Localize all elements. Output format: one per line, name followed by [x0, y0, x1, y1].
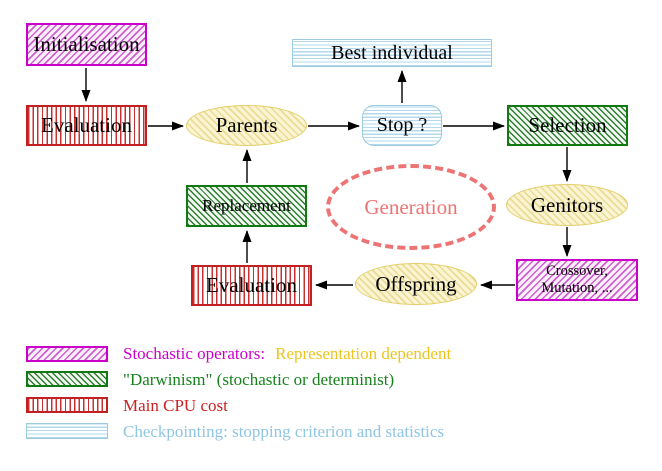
legend-label-stochastic-operators: Stochastic operators: [123, 344, 266, 363]
legend-label-darwinism: "Darwinism" (stochastic or determinist) [123, 370, 395, 389]
legend-row-darwinism: "Darwinism" (stochastic or determinist) [123, 370, 394, 390]
node-evaluation-bottom-label: Evaluation [206, 273, 297, 297]
legend-label-representation-dependent: Representation dependent [275, 344, 452, 363]
node-evaluation-top-label: Evaluation [41, 113, 132, 137]
node-offspring-label: Offspring [375, 271, 457, 296]
legend-swatch-darwinism [26, 371, 108, 387]
node-evaluation-top: Evaluation [26, 105, 147, 146]
legend-row-checkpointing: Checkpointing: stopping criterion and st… [123, 422, 444, 442]
legend-label-main-cpu-cost: Main CPU cost [123, 396, 228, 415]
node-replacement-label: Replacement [202, 196, 291, 215]
node-selection: Selection [507, 105, 628, 146]
node-evaluation-bottom: Evaluation [191, 265, 312, 306]
legend-row-main-cpu-cost: Main CPU cost [123, 396, 228, 416]
node-parents: Parents [186, 105, 307, 146]
node-crossover-line1: Crossover, [546, 263, 608, 279]
node-generation-label: Generation [364, 194, 458, 219]
node-generation-loop: Generation [326, 164, 496, 250]
node-initialisation: Initialisation [26, 23, 147, 66]
node-replacement: Replacement [186, 185, 307, 227]
legend-swatch-checkpointing [26, 423, 108, 439]
legend-swatch-stochastic-operators [26, 346, 108, 362]
node-crossover-line2: Mutation, ... [541, 280, 613, 296]
node-stop: Stop ? [362, 105, 442, 146]
node-initialisation-label: Initialisation [33, 32, 140, 56]
node-genitors: Genitors [506, 184, 628, 226]
node-best-individual-label: Best individual [331, 41, 453, 64]
legend-label-checkpointing: Checkpointing: stopping criterion and st… [123, 422, 445, 441]
legend-row-stochastic-operators: Stochastic operators: Representation depe… [123, 344, 451, 364]
node-stop-label: Stop ? [376, 114, 428, 136]
legend-swatch-main-cpu-cost [26, 397, 108, 413]
node-genitors-label: Genitors [530, 192, 604, 217]
node-best-individual: Best individual [292, 39, 492, 67]
node-selection-label: Selection [528, 113, 607, 137]
node-crossover-mutation: Crossover, Mutation, ... [516, 259, 638, 301]
node-offspring: Offspring [355, 263, 477, 305]
node-parents-label: Parents [215, 113, 278, 137]
